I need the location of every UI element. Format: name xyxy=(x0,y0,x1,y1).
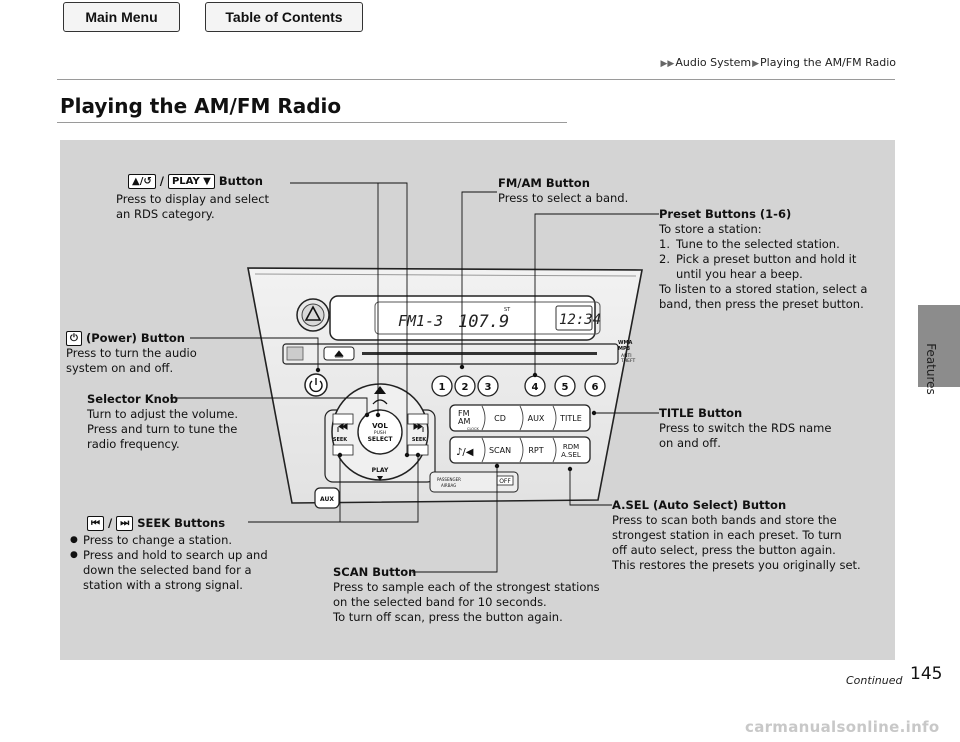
callout-power-button: ⏻ (Power) Button Press to turn the audio… xyxy=(66,331,197,375)
header-divider xyxy=(57,79,895,80)
features-side-label: Features xyxy=(924,343,938,395)
breadcrumb-part-1[interactable]: Audio System xyxy=(675,56,752,69)
breadcrumb-arrow-icon: ▶ xyxy=(752,59,760,69)
callout-scan-button: SCAN Button Press to sample each of the … xyxy=(333,565,600,624)
breadcrumb-arrow-icon: ▶▶ xyxy=(660,59,675,69)
watermark: carmanualsonline.info xyxy=(745,718,940,736)
table-of-contents-button[interactable]: Table of Contents xyxy=(205,2,363,32)
callout-asel-button: A.SEL (Auto Select) Button Press to scan… xyxy=(612,498,861,572)
skip-back-icon: ⏮ xyxy=(87,516,104,531)
features-side-tab[interactable] xyxy=(918,305,960,387)
breadcrumb-part-2: Playing the AM/FM Radio xyxy=(760,56,896,69)
callout-category-button: ▲/↺ / PLAY ▼ Button xyxy=(128,174,263,189)
callout-seek-desc: Press to change a station. Press and hol… xyxy=(70,533,268,593)
callout-category-desc: Press to display and select an RDS categ… xyxy=(116,192,270,221)
page-title: Playing the AM/FM Radio xyxy=(60,94,342,118)
continued-label: Continued xyxy=(846,674,903,687)
callout-fmam-button: FM/AM Button Press to select a band. xyxy=(498,176,629,205)
skip-forward-icon: ⏭ xyxy=(116,516,134,531)
callout-selector-knob: Selector Knob Turn to adjust the volume.… xyxy=(87,392,239,451)
breadcrumb: ▶▶Audio System▶Playing the AM/FM Radio xyxy=(660,56,897,69)
title-divider xyxy=(57,122,567,123)
play-down-icon: PLAY ▼ xyxy=(167,174,215,189)
page-number: 145 xyxy=(910,664,943,684)
callout-preset-buttons: Preset Buttons (1-6) To store a station:… xyxy=(659,207,867,312)
up-down-return-icon: ▲/↺ xyxy=(128,174,156,189)
main-menu-button[interactable]: Main Menu xyxy=(63,2,180,32)
power-icon: ⏻ xyxy=(66,331,82,346)
callout-seek-buttons: ⏮ / ⏭ SEEK Buttons xyxy=(87,516,225,531)
callout-title-button: TITLE Button Press to switch the RDS nam… xyxy=(659,406,832,450)
